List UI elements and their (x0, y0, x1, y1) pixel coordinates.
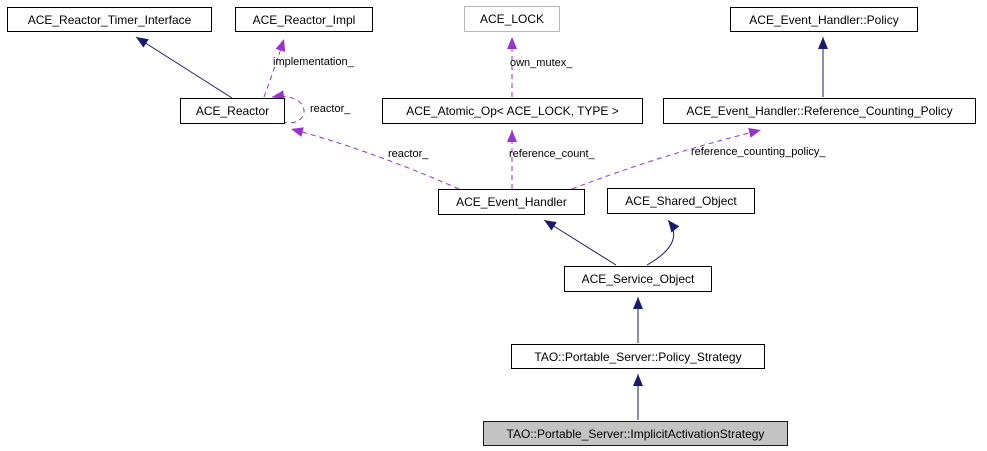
edge-usage-reactor-self-loop (271, 90, 305, 124)
edge-inheritance-reactor-to-timer-interface (135, 36, 233, 99)
node-tao-policy-strategy[interactable]: TAO::Portable_Server::Policy_Strategy (511, 344, 765, 369)
edge-usage-event-handler-to-reactor (290, 127, 460, 190)
node-ace-event-handler[interactable]: ACE_Event_Handler (438, 189, 585, 215)
edge-inheritance-service-to-shared-object (646, 219, 680, 266)
node-tao-implicit-activation-strategy-current: TAO::Portable_Server::ImplicitActivation… (483, 421, 788, 446)
node-ace-shared-object[interactable]: ACE_Shared_Object (607, 188, 755, 214)
edge-inheritance-service-to-event-handler (543, 219, 617, 266)
node-ace-reactor-impl[interactable]: ACE_Reactor_Impl (235, 7, 373, 32)
node-ace-lock: ACE_LOCK (464, 6, 560, 32)
edge-label-reference-count: reference_count_ (509, 148, 595, 160)
node-ace-event-handler-reference-counting-policy[interactable]: ACE_Event_Handler::Reference_Counting_Po… (663, 98, 976, 124)
edge-label-reference-counting-policy: reference_counting_policy_ (691, 146, 826, 158)
edge-usage-event-handler-to-refcounting-policy (571, 128, 762, 190)
node-ace-service-object[interactable]: ACE_Service_Object (564, 266, 712, 292)
node-ace-atomic-op[interactable]: ACE_Atomic_Op< ACE_LOCK, TYPE > (382, 98, 643, 124)
edge-usage-reactor-to-reactor-impl (263, 38, 286, 98)
node-ace-reactor[interactable]: ACE_Reactor (180, 98, 285, 124)
node-ace-reactor-timer-interface[interactable]: ACE_Reactor_Timer_Interface (7, 7, 212, 32)
edge-label-reactor-self: reactor_ (310, 103, 351, 115)
node-ace-event-handler-policy[interactable]: ACE_Event_Handler::Policy (730, 7, 918, 32)
edge-label-implementation: implementation_ (273, 56, 354, 68)
edge-label-own-mutex: own_mutex_ (510, 57, 573, 69)
edge-label-reactor: reactor_ (388, 148, 429, 160)
